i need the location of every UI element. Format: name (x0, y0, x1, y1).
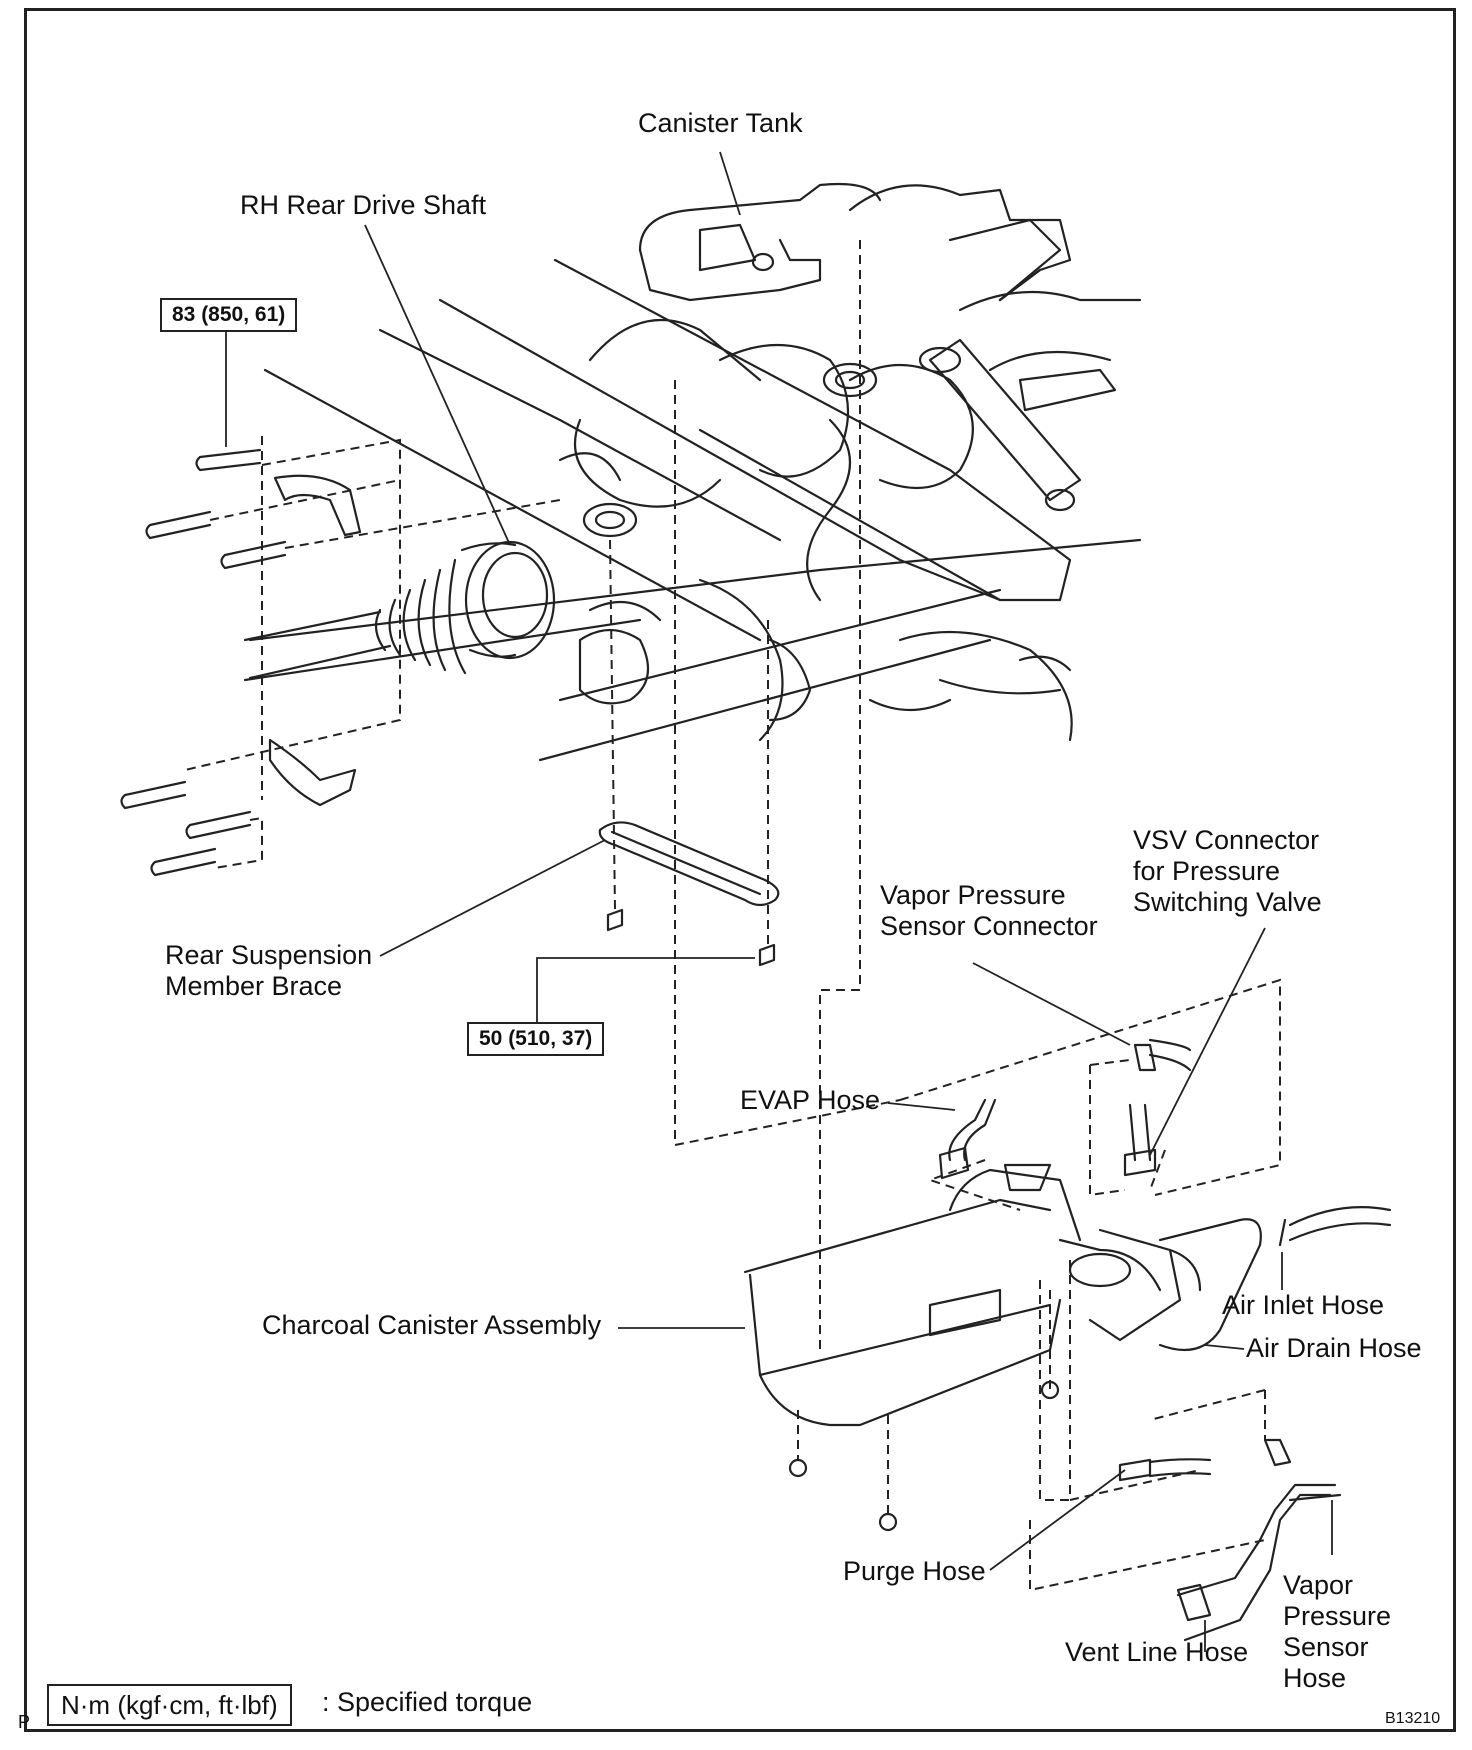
torque-legend-text: : Specified torque (322, 1687, 533, 1717)
label-vent-line-hose: Vent Line Hose (1065, 1637, 1249, 1667)
leader-vsv-connector (1149, 927, 1266, 1156)
label-line: Hose (1283, 1663, 1347, 1693)
torque-box-drive-shaft: 83 (850, 61) (160, 298, 298, 332)
leader-air-drain (1204, 1344, 1245, 1350)
canister-nuts (788, 1380, 1060, 1532)
label-rear-suspension-member-brace: Rear Suspension Member Brace (165, 940, 372, 1002)
leader-purge-hose (989, 1469, 1126, 1571)
label-line: Pressure (1283, 1601, 1392, 1631)
label-line: VSV Connector (1133, 825, 1320, 855)
suspension-member-outline (243, 258, 1142, 762)
member-brace-shape (598, 821, 780, 967)
label-canister-tank: Canister Tank (638, 108, 803, 138)
leader-evap-hose (887, 1102, 956, 1111)
leader-vapor-connector (972, 962, 1131, 1046)
label-rh-rear-drive-shaft: RH Rear Drive Shaft (240, 190, 487, 220)
leader-canister-tank (719, 151, 741, 216)
label-air-inlet-hose: Air Inlet Hose (1222, 1290, 1385, 1320)
label-line: for Pressure (1133, 856, 1281, 886)
label-charcoal-canister-assembly: Charcoal Canister Assembly (262, 1310, 602, 1340)
label-vapor-pressure-sensor-hose: Vapor Pressure Sensor Hose (1283, 1570, 1391, 1694)
label-line: Rear Suspension (165, 940, 373, 970)
label-air-drain-hose: Air Drain Hose (1246, 1333, 1422, 1363)
label-evap-hose: EVAP Hose (740, 1085, 881, 1115)
drive-shaft-bolts (120, 448, 362, 877)
torque-box-brace: 50 (510, 37) (467, 1022, 605, 1056)
page-letter: P (18, 1712, 31, 1732)
label-line: Sensor (1283, 1632, 1369, 1662)
label-vapor-pressure-sensor-connector: Vapor Pressure Sensor Connector (880, 880, 1098, 942)
leader-drive-shaft (364, 224, 511, 546)
torque-unit-box: N·m (kgf·cm, ft·lbf) (47, 1684, 292, 1726)
hose-parts (938, 1038, 1342, 1642)
diagram-frame (24, 8, 1456, 1732)
label-purge-hose: Purge Hose (843, 1556, 986, 1586)
label-line: Vapor Pressure (880, 880, 1066, 910)
charcoal-canister-shape (743, 1163, 1392, 1427)
drive-shaft-shape (243, 540, 556, 680)
label-line: Member Brace (165, 971, 343, 1001)
label-line: Sensor Connector (880, 911, 1098, 941)
figure-id: B13210 (1385, 1710, 1441, 1727)
canister-tank-shape (638, 182, 1072, 302)
label-line: Vapor (1283, 1570, 1354, 1600)
label-line: Switching Valve (1133, 887, 1322, 917)
label-vsv-connector: VSV Connector for Pressure Switching Val… (1133, 825, 1322, 918)
leader-member-brace (379, 839, 606, 957)
leader-torque-50 (536, 957, 755, 1022)
